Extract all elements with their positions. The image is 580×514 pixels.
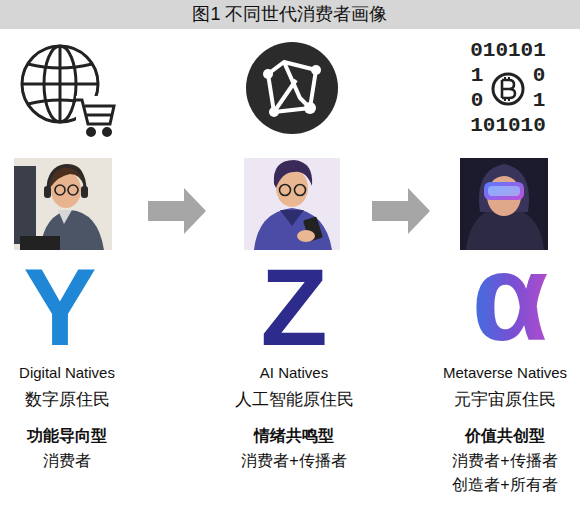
consumer-role: 创造者+所有者 <box>452 476 557 494</box>
consumer-role: 消费者 <box>43 452 91 470</box>
progress-arrow <box>372 188 430 234</box>
person-at-computer <box>14 158 112 250</box>
generation-name-en: Metaverse Natives <box>443 364 567 381</box>
generation-name-en: AI Natives <box>260 364 328 381</box>
binary-digit: 1 <box>533 90 546 111</box>
progress-arrow <box>148 188 206 234</box>
consumer-role: 消费者+传播者 <box>452 452 557 470</box>
binary-digit: 0 <box>471 90 484 111</box>
generation-name-zh: 元宇宙原住民 <box>454 390 556 410</box>
person-with-phone <box>244 158 340 250</box>
consumer-type: 情绪共鸣型 <box>254 427 334 445</box>
generation-letter: Y <box>23 252 96 362</box>
consumer-type: 价值共创型 <box>465 427 545 445</box>
binary-digit: 0 <box>533 65 546 86</box>
generation-letter: α <box>472 234 549 359</box>
binary-digits: 101010 <box>470 115 546 136</box>
figure-title: 图1 不同世代消费者画像 <box>192 4 387 25</box>
ai-network-icon <box>246 42 338 134</box>
consumer-type: 功能导向型 <box>27 427 107 445</box>
consumer-role: 消费者+传播者 <box>241 452 346 470</box>
binary-digits: 010101 <box>470 40 546 61</box>
generation-letter: Z <box>260 252 327 362</box>
binary-digit: 1 <box>471 65 484 86</box>
bitcoin-coin-symbol <box>493 74 523 104</box>
globe-cart-icon <box>22 46 116 140</box>
generation-name-en: Digital Natives <box>19 364 115 381</box>
generation-name-zh: 人工智能原住民 <box>235 390 354 410</box>
generation-name-zh: 数字原住民 <box>25 390 110 410</box>
